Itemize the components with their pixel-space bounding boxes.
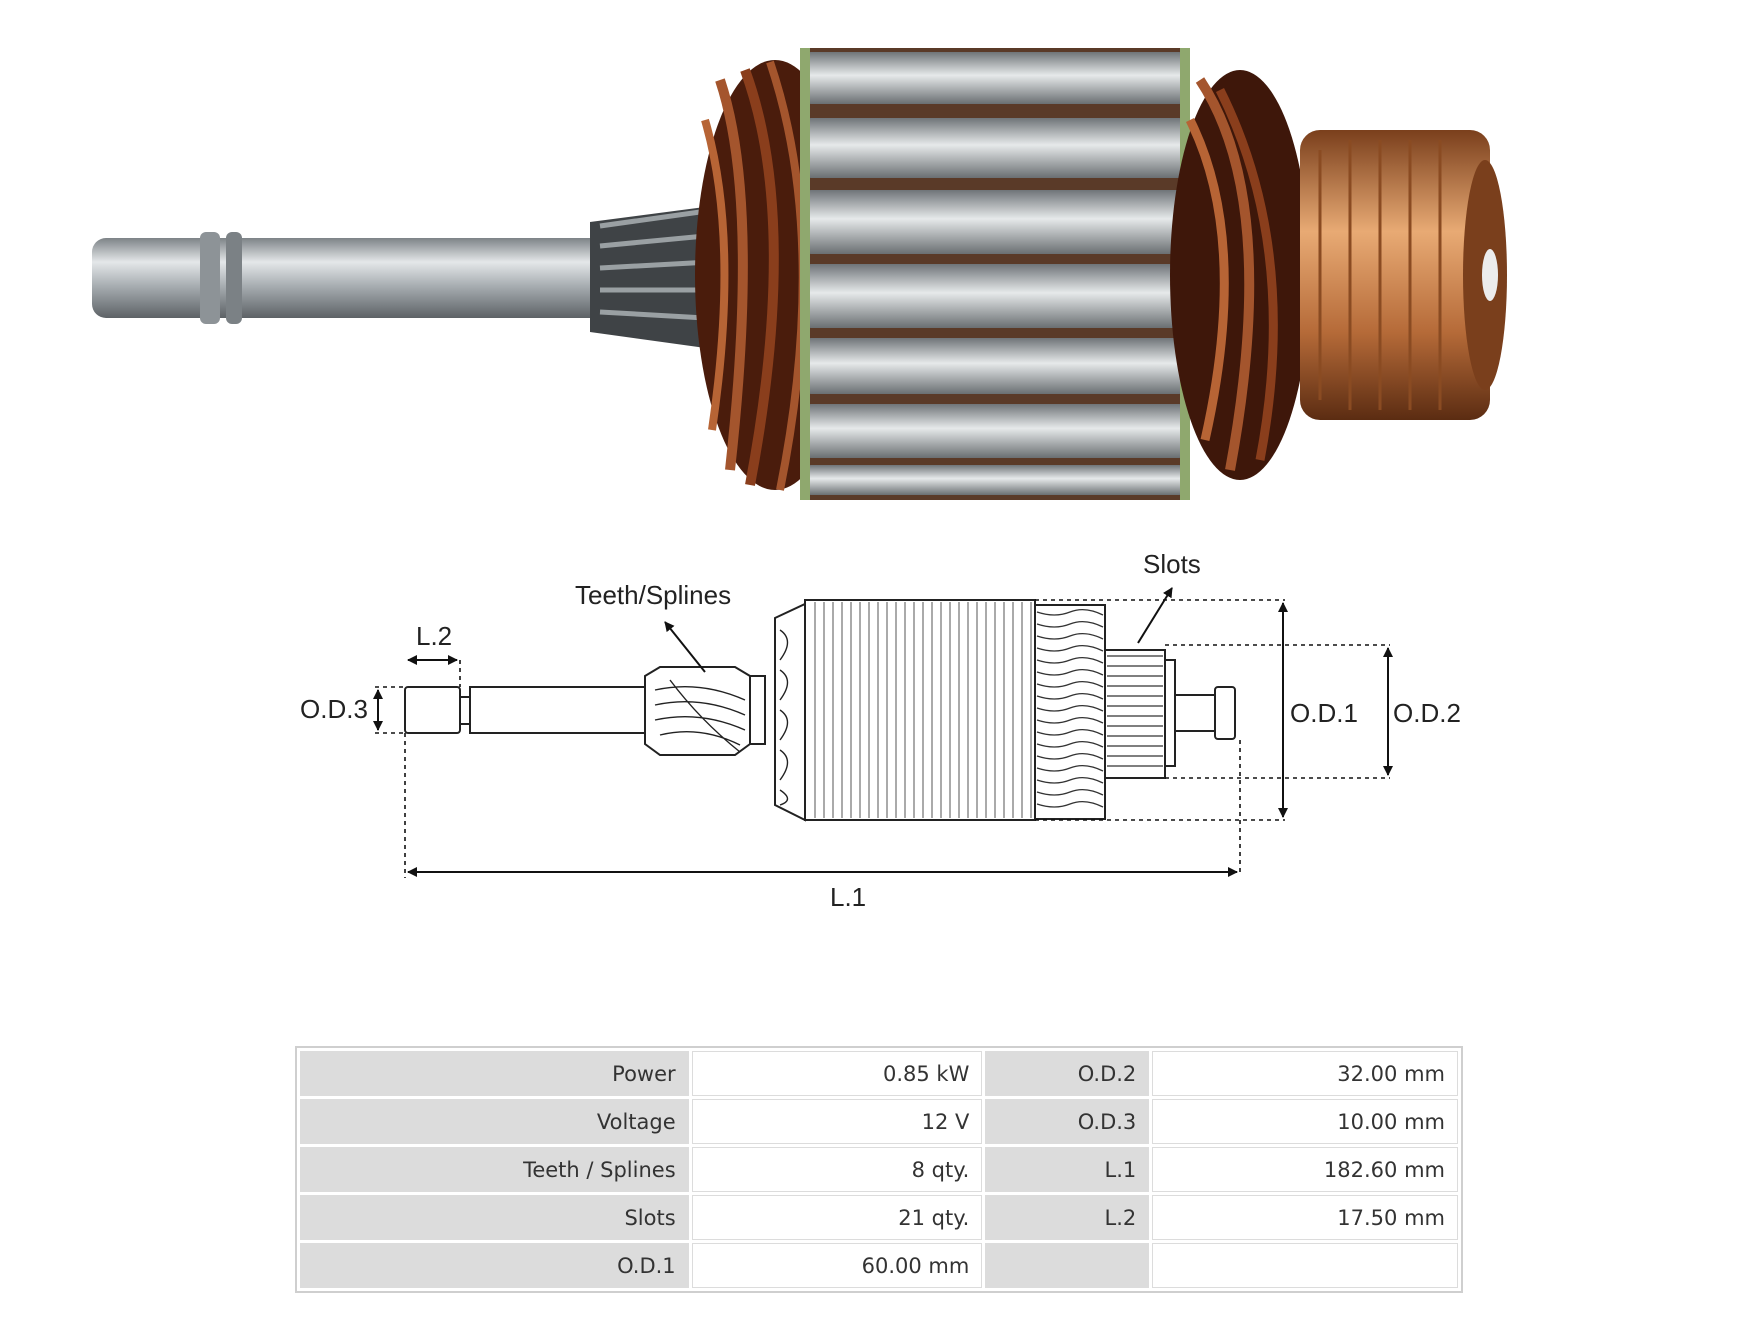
extension-lines — [375, 599, 1390, 878]
spec-value: 0.85 kW — [691, 1051, 983, 1096]
l1-label: L.1 — [830, 882, 866, 912]
spec-label: Slots — [300, 1195, 689, 1240]
teeth-splines-label: Teeth/Splines — [575, 580, 731, 610]
spec-value: 21 qty. — [691, 1195, 983, 1240]
dimension-arrows — [373, 587, 1393, 877]
spec-label: L.2 — [985, 1195, 1150, 1240]
winding-right-photo — [1170, 70, 1310, 480]
armature-outline — [404, 599, 1236, 822]
spec-table: Power 0.85 kW O.D.2 32.00 mm Voltage 12 … — [295, 1046, 1463, 1293]
spec-label: O.D.1 — [300, 1243, 689, 1288]
shaft-photo — [92, 232, 612, 324]
table-row: Teeth / Splines 8 qty. L.1 182.60 mm — [300, 1147, 1458, 1192]
spec-value: 60.00 mm — [691, 1243, 983, 1288]
l2-label: L.2 — [416, 621, 452, 651]
commutator-photo — [1300, 130, 1507, 420]
winding-lines — [1036, 608, 1163, 808]
spec-label: Voltage — [300, 1099, 689, 1144]
core-lamination-lines — [814, 602, 1032, 818]
table-row: O.D.1 60.00 mm — [300, 1243, 1458, 1288]
dimension-drawing: Teeth/Splines Slots L.2 O.D.3 O.D.1 O.D.… — [300, 549, 1461, 912]
spec-label: L.1 — [985, 1147, 1150, 1192]
spec-label — [985, 1243, 1150, 1288]
slots-label: Slots — [1143, 549, 1201, 579]
spec-value: 10.00 mm — [1152, 1099, 1458, 1144]
spec-value: 12 V — [691, 1099, 983, 1144]
table-row: Voltage 12 V O.D.3 10.00 mm — [300, 1099, 1458, 1144]
spec-label: O.D.2 — [985, 1051, 1150, 1096]
od1-label: O.D.1 — [1290, 698, 1358, 728]
spec-value: 8 qty. — [691, 1147, 983, 1192]
table-row: Slots 21 qty. L.2 17.50 mm — [300, 1195, 1458, 1240]
spec-label: Teeth / Splines — [300, 1147, 689, 1192]
spec-value — [1152, 1243, 1458, 1288]
pinion-photo — [590, 205, 720, 350]
spec-label: Power — [300, 1051, 689, 1096]
od3-label: O.D.3 — [300, 694, 368, 724]
od2-label: O.D.2 — [1393, 698, 1461, 728]
spec-value: 182.60 mm — [1152, 1147, 1458, 1192]
laminated-core-photo — [800, 48, 1190, 500]
spec-value: 17.50 mm — [1152, 1195, 1458, 1240]
spec-label: O.D.3 — [985, 1099, 1150, 1144]
armature-photo — [92, 48, 1507, 500]
table-row: Power 0.85 kW O.D.2 32.00 mm — [300, 1051, 1458, 1096]
spec-value: 32.00 mm — [1152, 1051, 1458, 1096]
